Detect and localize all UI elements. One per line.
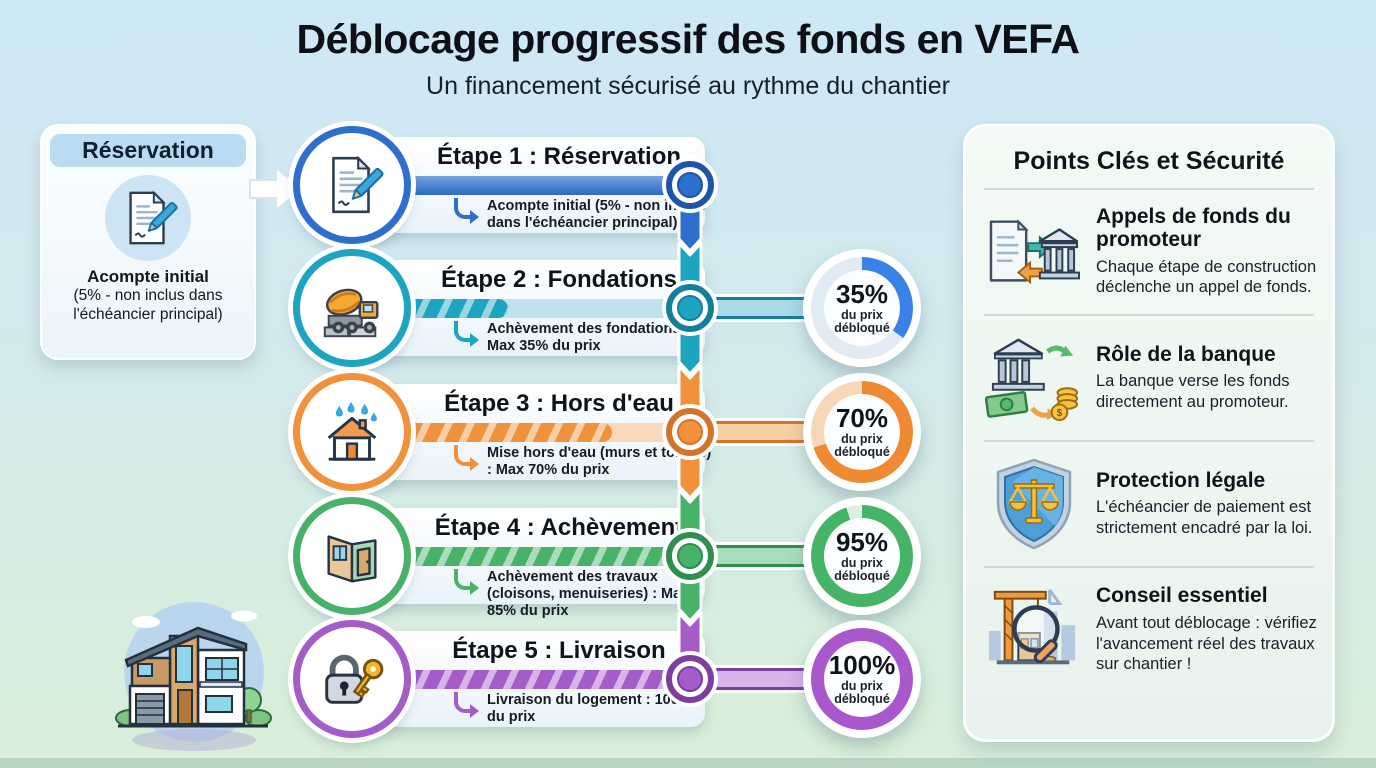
key-point-text: Chaque étape de construction déclenche u… [1096, 257, 1317, 297]
key-points-panel: Points Clés et Sécurité [963, 124, 1335, 742]
step-progress-fill [357, 547, 701, 566]
step-title: Étape 5 : Livraison [452, 637, 666, 664]
divider [984, 314, 1314, 316]
step-progress-track [357, 423, 701, 442]
badge-caption: du prix débloqué [834, 431, 890, 459]
divider [984, 440, 1314, 442]
step-progress-fill [357, 670, 701, 689]
progress-badge: 70% du prix débloqué [803, 373, 921, 491]
shield-scales-icon [984, 454, 1084, 554]
curved-arrow-icon [454, 445, 479, 471]
key-point-text: Avant tout déblocage : vérifiez l'avance… [1096, 614, 1317, 674]
step-description: Mise hors d'eau (murs et toiture) : Max … [487, 445, 712, 478]
key-point-item: Appels de fonds du promoteur Chaque étap… [966, 190, 1332, 314]
badge-caption: du prix débloqué [834, 555, 890, 583]
progress-badge: 95% du prix débloqué [803, 497, 921, 615]
cement-mixer-truck-icon [293, 249, 411, 367]
step-title: Étape 1 : Réservation [436, 143, 682, 170]
step-description: Achèvement des fondations : Max 35% du p… [487, 321, 690, 354]
step-title: Étape 4 : Achèvement [434, 514, 684, 541]
key-point-title: Rôle de la banque [1096, 342, 1276, 366]
badge-percent: 70% [835, 402, 889, 433]
step-description: Livraison du logement : 100% du prix [487, 692, 692, 725]
reservation-label: Acompte initial [87, 267, 209, 286]
step-card: Étape 4 : Achèvement Achèvement des trav… [333, 508, 705, 619]
reservation-panel-title: Réservation [50, 134, 246, 167]
curved-arrow-icon [454, 569, 479, 595]
invoice-bank-icon [984, 202, 1084, 302]
lock-key-icon [293, 620, 411, 738]
step-progress-track [357, 547, 701, 566]
step-progress-track [357, 670, 701, 689]
badge-ring: 100% du prix débloqué [811, 628, 913, 730]
bank-transfer-icon: $ [984, 328, 1084, 428]
badge-ring: 95% du prix débloqué [811, 505, 913, 607]
curved-arrow-icon [454, 198, 479, 224]
key-points-title: Points Clés et Sécurité [1013, 147, 1285, 175]
key-point-text: La banque verse les fonds directement au… [1096, 372, 1290, 411]
svg-text:$: $ [1057, 408, 1063, 419]
step-title: Étape 2 : Fondations [440, 266, 677, 293]
badge-ring: 35% du prix débloqué [811, 257, 913, 359]
key-point-title: Conseil essentiel [1096, 584, 1268, 608]
progress-badge: 35% du prix débloqué [803, 249, 921, 367]
badge-ring: 70% du prix débloqué [811, 381, 913, 483]
timeline-node [666, 655, 714, 703]
key-point-item: Conseil essentiel Avant tout déblocage :… [966, 568, 1332, 692]
step-progress-fill [357, 423, 612, 442]
reservation-note: (5% - non inclus dans l'échéancier princ… [73, 287, 223, 323]
timeline-node [666, 408, 714, 456]
progress-badge: 100% du prix débloqué [803, 620, 921, 738]
right-block-arrow-icon [249, 165, 304, 213]
divider [984, 566, 1314, 568]
house-rain-icon [293, 373, 411, 491]
step-progress-fill [357, 176, 701, 195]
badge-percent: 100% [828, 649, 896, 680]
badge-caption: du prix débloqué [834, 307, 890, 335]
bottom-strip [0, 758, 1376, 768]
timeline-node [666, 284, 714, 332]
key-point-title: Appels de fonds du promoteur [1096, 205, 1291, 252]
key-point-title: Protection légale [1096, 468, 1266, 492]
modern-house-illustration [115, 602, 272, 751]
key-point-text: L'échéancier de paiement est strictement… [1096, 498, 1313, 537]
badge-percent: 95% [835, 526, 889, 557]
curved-arrow-icon [454, 692, 479, 718]
step-progress-track [357, 176, 701, 195]
divider [984, 188, 1314, 190]
page-subtitle: Un financement sécurisé au rythme du cha… [426, 72, 950, 100]
crane-magnifier-icon [984, 580, 1084, 680]
reservation-panel: Réservation Acompte initial (5% - non in… [40, 124, 256, 360]
key-point-item: $ Rôle de la banque La banque verse les … [966, 316, 1332, 440]
timeline-node [666, 161, 714, 209]
curved-arrow-icon [454, 321, 479, 347]
document-pen-icon [293, 126, 411, 244]
key-point-item: Protection légale L'échéancier de paieme… [966, 442, 1332, 566]
step-description: Achèvement des travaux (cloisons, menuis… [487, 569, 690, 619]
badge-percent: 35% [835, 278, 889, 309]
badge-caption: du prix débloqué [834, 678, 890, 706]
document-pen-icon [105, 175, 191, 261]
interior-walls-icon [293, 497, 411, 615]
page-title: Déblocage progressif des fonds en VEFA [296, 16, 1080, 62]
step-description: Acompte initial (5% - non inclus dans l'… [487, 198, 707, 231]
step-title: Étape 3 : Hors d'eau [444, 390, 674, 417]
timeline-node [666, 532, 714, 580]
